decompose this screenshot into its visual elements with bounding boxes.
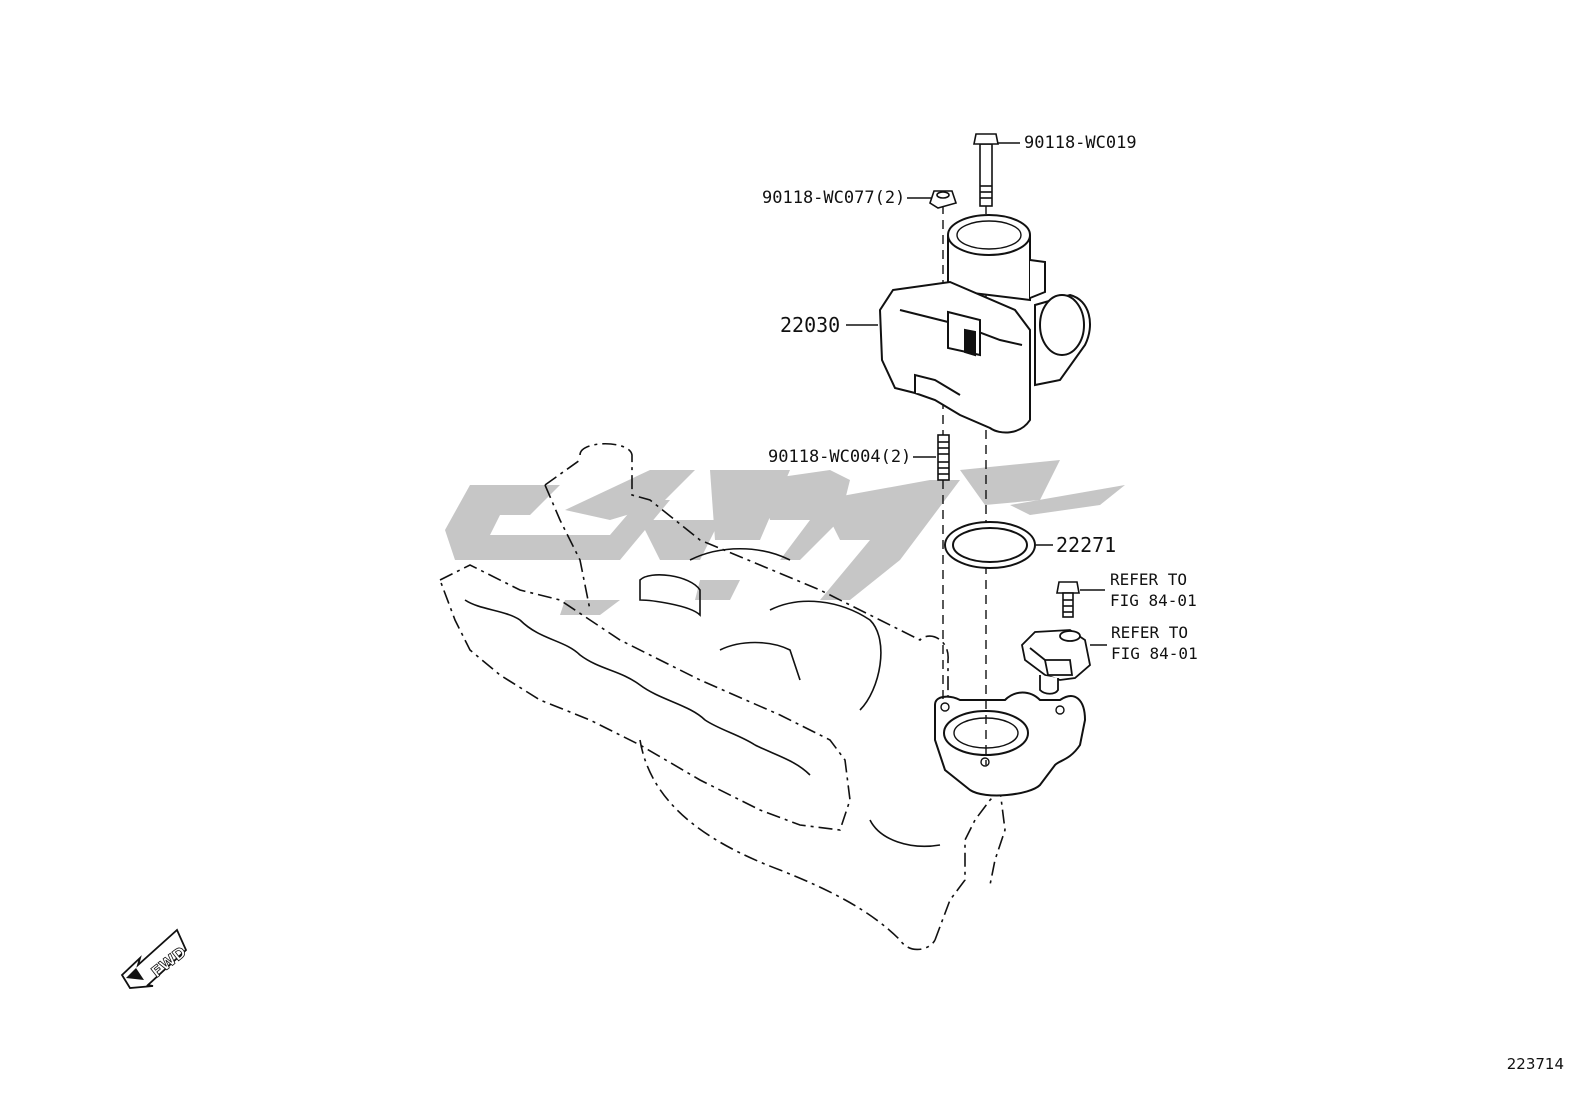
intake-manifold bbox=[438, 443, 1006, 951]
diagram-number: 223714 bbox=[1506, 1055, 1564, 1073]
callout-bolt-top[interactable]: 90118-WC019 bbox=[1024, 133, 1137, 153]
throttle-flange bbox=[934, 691, 1087, 797]
refer-sensor-line2: FIG 84-01 bbox=[1111, 644, 1198, 663]
stud-bolt-part[interactable] bbox=[937, 434, 950, 481]
sensor-bolt-part[interactable] bbox=[1056, 581, 1080, 618]
refer-bolt-line2: FIG 84-01 bbox=[1110, 591, 1197, 610]
refer-sensor-callout[interactable]: REFER TO FIG 84-01 bbox=[1111, 622, 1198, 664]
callout-stud[interactable]: 90118-WC004(2) bbox=[768, 447, 912, 467]
forward-direction-icon: FWD bbox=[120, 928, 190, 989]
gasket-part[interactable] bbox=[944, 521, 1036, 569]
pressure-sensor-part[interactable] bbox=[1021, 629, 1091, 695]
flange-bolt-part[interactable] bbox=[973, 133, 999, 207]
leader-lines bbox=[846, 142, 1107, 646]
callout-nut[interactable]: 90118-WC077(2) bbox=[762, 188, 906, 208]
callout-gasket[interactable]: 22271 bbox=[1056, 533, 1117, 557]
refer-bolt-callout[interactable]: REFER TO FIG 84-01 bbox=[1110, 569, 1197, 611]
callout-throttle-body[interactable]: 22030 bbox=[780, 313, 841, 337]
refer-sensor-line1: REFER TO bbox=[1111, 623, 1189, 642]
refer-bolt-line1: REFER TO bbox=[1110, 570, 1188, 589]
throttle-body-part[interactable] bbox=[878, 214, 1091, 434]
flange-nut-part[interactable] bbox=[929, 190, 958, 209]
manifold-runners bbox=[464, 548, 941, 848]
watermark-logo bbox=[445, 460, 1125, 615]
